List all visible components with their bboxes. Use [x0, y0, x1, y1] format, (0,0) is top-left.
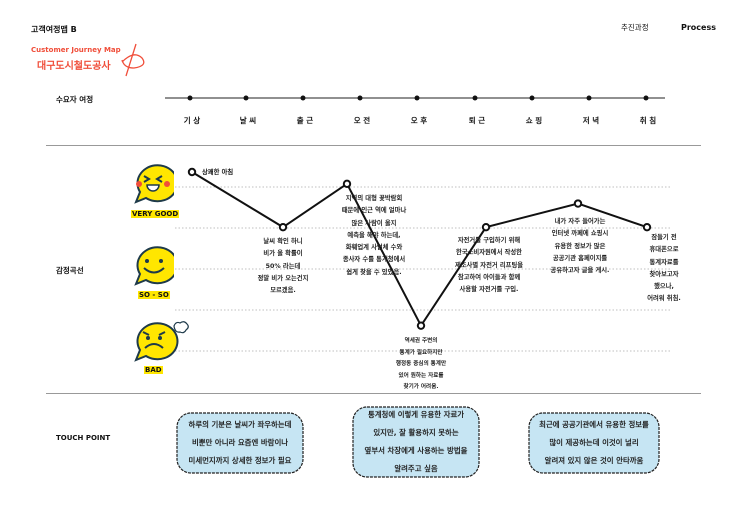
stage-dot [300, 95, 306, 101]
subtitle: Customer Journey Map [31, 46, 121, 54]
journey-row-label: 수요자 여정 [56, 95, 94, 104]
touch-row-label: TOUCH POINT [56, 434, 111, 442]
stage-dot [472, 95, 478, 101]
stage-dot [187, 95, 193, 101]
stage-dot [243, 95, 249, 101]
stage-dot [586, 95, 592, 101]
smiling-face-icon [134, 246, 174, 286]
logo-mark-icon [121, 43, 145, 77]
journey-stage: 쇼 핑 [525, 116, 543, 125]
divider [46, 393, 701, 394]
emotion-point [573, 199, 583, 208]
nav-label[interactable]: 추진과정 [621, 23, 649, 32]
journey-stage: 기 상 [183, 116, 201, 125]
level-label: SO - SO [138, 291, 170, 299]
emotion-point [642, 222, 652, 232]
map-title: 고객여정맵 B [31, 25, 77, 34]
emotion-point [278, 222, 288, 232]
stage-dot [357, 95, 363, 101]
divider [46, 145, 701, 146]
org-logo: 대구도시철도공사 [37, 61, 111, 72]
emotion-row-label: 감정곡선 [56, 266, 84, 275]
emotion-point [342, 179, 352, 189]
emotion-point [416, 321, 426, 330]
stage-dot [414, 95, 420, 101]
journey-stage: 오 전 [353, 116, 371, 125]
stage-dot [643, 95, 649, 101]
emotion-note: 상쾌한 아침 [202, 169, 234, 176]
journey-stage: 날 씨 [239, 116, 257, 125]
journey-stage: 출 근 [296, 116, 314, 125]
journey-stage: 오 후 [410, 116, 428, 125]
journey-stage: 취 침 [639, 116, 657, 125]
nav-section[interactable]: Process [681, 23, 716, 32]
journey-stage: 저 녁 [582, 116, 600, 125]
level-label: VERY GOOD [131, 210, 180, 218]
level-label: BAD [144, 366, 163, 374]
angry-face-icon [134, 321, 189, 362]
stage-dot [529, 95, 535, 101]
laughing-face-icon [134, 164, 174, 204]
journey-stage: 퇴 근 [468, 116, 486, 125]
emotion-point [187, 167, 197, 177]
emotion-point [481, 222, 491, 232]
